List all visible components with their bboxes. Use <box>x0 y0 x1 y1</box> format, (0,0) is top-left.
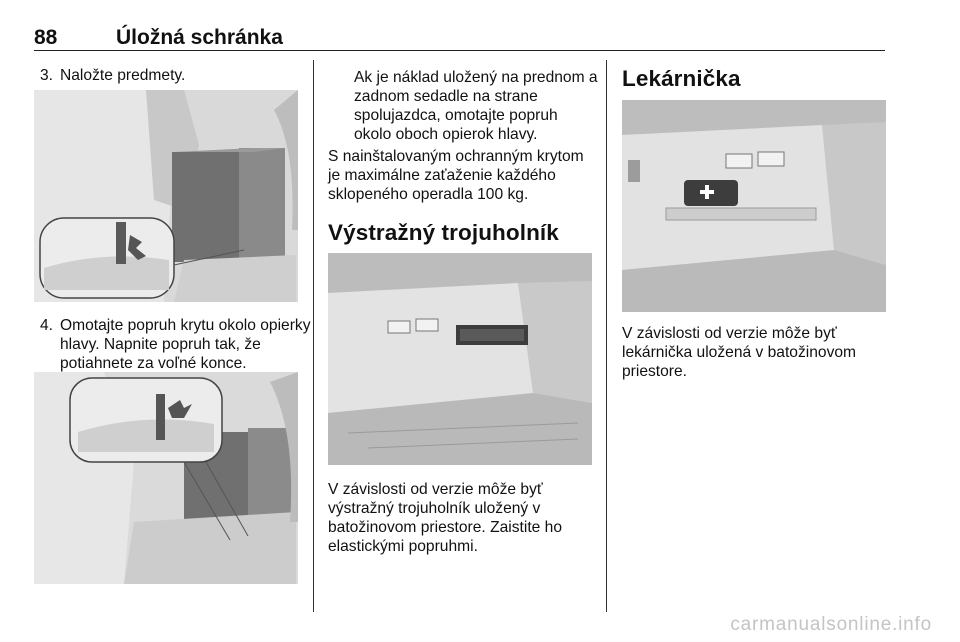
caption-warning-triangle: V závislosti od verzie môže byť výstražn… <box>328 481 563 555</box>
step-4: 4. Omotajte popruh krytu okolo opierky h… <box>40 316 312 373</box>
heading-warning-triangle: Výstražný trojuholník <box>328 220 559 245</box>
illustration-first-aid-kit <box>622 100 886 312</box>
step-3-number: 3. <box>40 67 54 84</box>
illustration-warning-triangle <box>328 253 592 465</box>
note-indented: Ak je náklad uložený na prednom a zadnom… <box>354 69 598 143</box>
step-4-text: Omotajte popruh krytu okolo opierky hlav… <box>60 317 311 372</box>
caption-first-aid-kit: V závislosti od verzie môže byť lekárnič… <box>622 325 857 380</box>
column-divider-right <box>606 60 607 612</box>
illustration-strap-headrest <box>34 372 298 584</box>
watermark: carmanualsonline.info <box>730 614 932 635</box>
illustration-load-items <box>34 90 298 302</box>
column-divider-left <box>313 60 314 612</box>
section-title: Úložná schránka <box>116 26 283 49</box>
step-4-number: 4. <box>40 317 54 334</box>
header-rule <box>34 50 885 51</box>
note-load: S nainštalovaným ochranným krytom je max… <box>328 148 584 203</box>
step-3-text: Naložte predmety. <box>60 67 186 84</box>
heading-first-aid-kit: Lekárnička <box>622 66 741 91</box>
step-3: 3. Naložte predmety. <box>40 66 310 85</box>
page-number: 88 <box>34 26 58 49</box>
